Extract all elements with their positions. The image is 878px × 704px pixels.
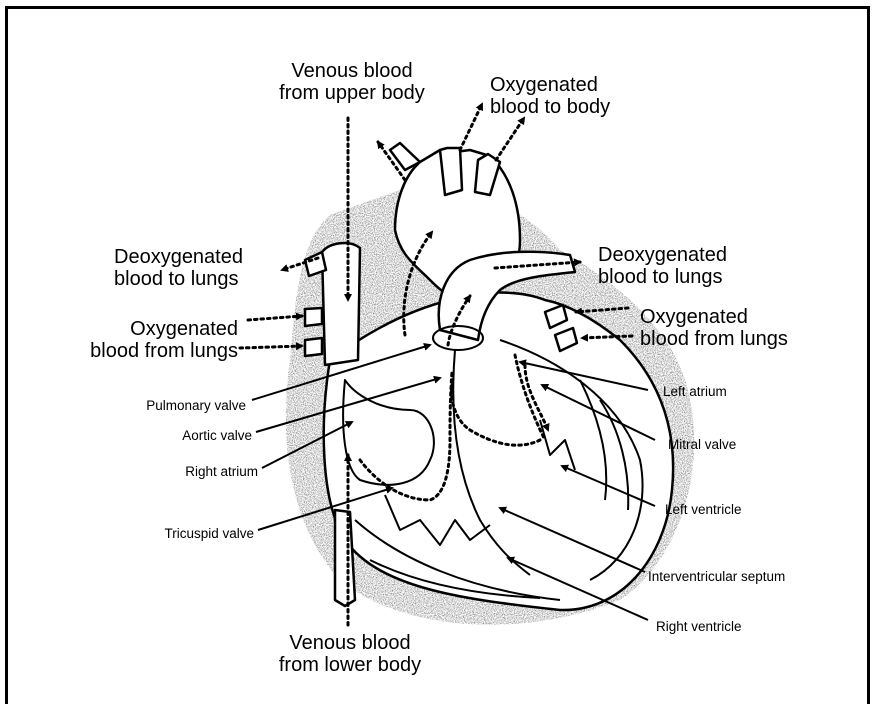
flow-to-body-mid — [460, 104, 482, 150]
pulmonary-vein-left-1 — [305, 308, 322, 326]
pulmonary-vein-left-2 — [305, 338, 322, 356]
aorta-branch-2 — [440, 148, 462, 195]
label-left-ventricle: Left ventricle — [665, 502, 742, 518]
label-interventricular-septum: Interventricular septum — [648, 569, 785, 585]
label-pulmonary-valve: Pulmonary valve — [100, 398, 246, 414]
superior-vena-cava — [322, 243, 360, 365]
label-right-ventricle: Right ventricle — [656, 619, 742, 635]
label-aortic-valve: Aortic valve — [120, 428, 252, 444]
flow-from-lungs-left-2 — [240, 346, 302, 348]
label-right-atrium: Right atrium — [120, 464, 258, 480]
label-tricuspid-valve: Tricuspid valve — [110, 526, 254, 542]
label-mitral-valve: Mitral valve — [668, 437, 736, 453]
flow-to-body-right — [496, 118, 524, 160]
label-left-atrium: Left atrium — [663, 384, 727, 400]
